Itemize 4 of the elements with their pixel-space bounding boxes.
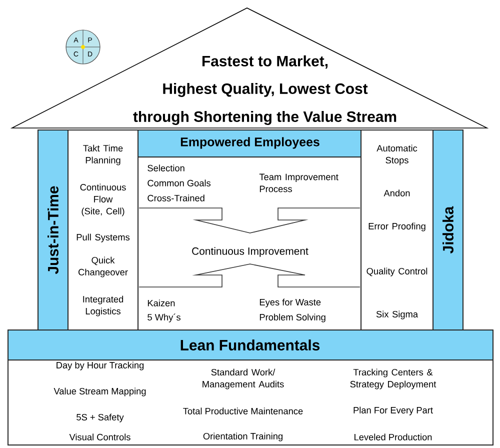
center-panel: Empowered Employees Selection Common Goals Cross-Trained Team Improvement Process Continuous Improvement Kaizen 5 Why´s Eyes for Waste Problem Solving (138, 130, 362, 330)
pillar-band: Jidoka (432, 130, 464, 330)
foundation-panel: Lean Fundamentals Day by Hour Tracking Standard Work/ Management Audits Tracking Centers & Strategy Deployment Value Stream Mapping Total Productive Maintenance Plan For Every Part 5S + Safety Visual Controls Orientation Training Leveled Production (8, 330, 494, 446)
pillar-band: Just-in-Time (38, 130, 68, 330)
